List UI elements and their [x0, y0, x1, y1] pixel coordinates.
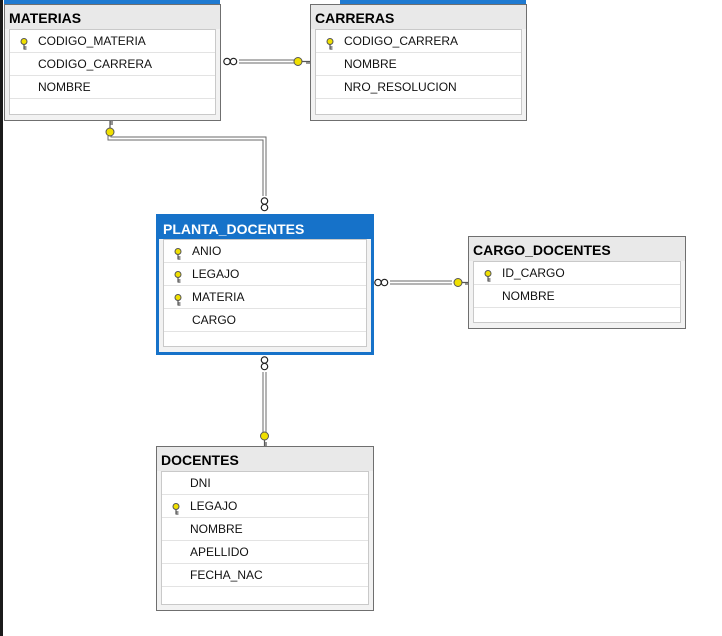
table-title: PLANTA_DOCENTES [159, 217, 371, 239]
column-row[interactable]: ANIO [164, 240, 366, 263]
table-title: CARGO_DOCENTES [469, 237, 685, 261]
column-row[interactable]: NOMBRE [10, 76, 215, 99]
table-title: CARRERAS [311, 5, 526, 29]
column-list: CODIGO_MATERIA CODIGO_CARRERA NOMBRE [9, 29, 216, 115]
column-name: NOMBRE [502, 289, 555, 303]
column-name: NOMBRE [190, 522, 243, 536]
table-title: MATERIAS [5, 5, 220, 29]
key-icon [260, 431, 269, 446]
column-name: ANIO [192, 244, 222, 258]
column-row[interactable]: NOMBRE [474, 285, 680, 308]
window-border [0, 0, 3, 636]
relationship-line-materias-carreras [239, 59, 296, 64]
column-name: DNI [190, 476, 211, 490]
key-icon [172, 268, 184, 283]
table-carreras[interactable]: CARRERAS CODIGO_CARRERA NOMBRE NRO_RESOLUC… [310, 4, 527, 121]
column-name: ID_CARGO [502, 266, 565, 280]
column-name: CODIGO_MATERIA [38, 34, 146, 48]
column-name: MATERIA [192, 290, 245, 304]
column-name: NOMBRE [38, 80, 91, 94]
column-list: DNI LEGAJO NOMBRE APELLIDO FECHA_NAC [161, 471, 369, 605]
column-row[interactable]: APELLIDO [162, 541, 368, 564]
key-icon [105, 121, 115, 137]
column-list: ANIO LEGAJO MATERIA CARGO [163, 239, 367, 347]
key-icon [18, 35, 30, 50]
column-row[interactable]: NRO_RESOLUCION [316, 76, 521, 99]
column-list: CODIGO_CARRERA NOMBRE NRO_RESOLUCION [315, 29, 522, 115]
column-row[interactable]: LEGAJO [164, 263, 366, 286]
column-name: NRO_RESOLUCION [344, 80, 457, 94]
table-title: DOCENTES [157, 447, 373, 471]
column-name: LEGAJO [192, 267, 240, 281]
relationship-line-planta-cargo [390, 280, 452, 285]
column-name: FECHA_NAC [190, 568, 263, 582]
key-icon [170, 500, 182, 515]
column-row[interactable]: CODIGO_CARRERA [10, 53, 215, 76]
key-icon [482, 267, 494, 282]
key-icon [453, 278, 469, 287]
table-cargo-docentes[interactable]: CARGO_DOCENTES ID_CARGO NOMBRE [468, 236, 686, 329]
key-icon [293, 57, 310, 66]
infinity-icon [374, 278, 389, 287]
column-row[interactable]: FECHA_NAC [162, 564, 368, 587]
table-docentes[interactable]: DOCENTES DNI LEGAJO NOMBRE APELLIDO FECHA_NA… [156, 446, 374, 611]
infinity-icon [260, 197, 269, 212]
column-name: NOMBRE [344, 57, 397, 71]
column-row[interactable]: LEGAJO [162, 495, 368, 518]
tab-indicator [340, 0, 526, 4]
column-list: ID_CARGO NOMBRE [473, 261, 681, 323]
column-name: CODIGO_CARRERA [344, 34, 459, 48]
column-name: CODIGO_CARRERA [38, 57, 153, 71]
relationship-line-planta-materias [107, 136, 267, 196]
column-name: LEGAJO [190, 499, 238, 513]
relationship-line-planta-docentes [262, 372, 267, 432]
column-row[interactable]: MATERIA [164, 286, 366, 309]
table-planta-docentes[interactable]: PLANTA_DOCENTES ANIO LEGAJO MATERIA CARGO [156, 214, 374, 355]
column-row[interactable]: DNI [162, 472, 368, 495]
key-icon [172, 291, 184, 306]
infinity-icon [260, 356, 269, 371]
table-materias[interactable]: MATERIAS CODIGO_MATERIA CODIGO_CARRERA NOM… [4, 4, 221, 121]
active-tab-indicator [4, 0, 220, 4]
column-name: APELLIDO [190, 545, 249, 559]
column-row[interactable]: CODIGO_MATERIA [10, 30, 215, 53]
infinity-icon [223, 57, 238, 66]
column-row[interactable]: NOMBRE [162, 518, 368, 541]
column-row[interactable]: ID_CARGO [474, 262, 680, 285]
column-name: CARGO [192, 313, 237, 327]
tab-strip [0, 0, 722, 4]
key-icon [324, 35, 336, 50]
column-row[interactable]: NOMBRE [316, 53, 521, 76]
key-icon [172, 245, 184, 260]
column-row[interactable]: CARGO [164, 309, 366, 332]
column-row[interactable]: CODIGO_CARRERA [316, 30, 521, 53]
